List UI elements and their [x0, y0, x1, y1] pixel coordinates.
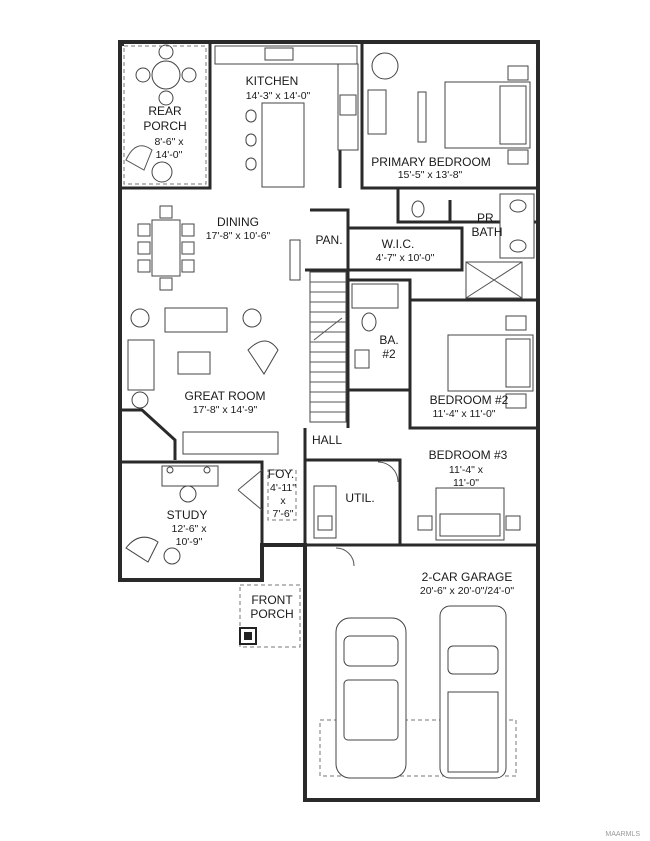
rear-porch-dims-1: 8'-6" x	[154, 136, 184, 148]
great-room-furniture	[127, 307, 279, 455]
bath2-label-1: BA.	[379, 333, 398, 347]
foyer-dims-1: 4'-11"	[270, 482, 296, 494]
interior-walls	[120, 42, 538, 547]
loveseat-icon	[127, 339, 155, 391]
study-dims-2: 10'-9"	[176, 536, 203, 548]
bedroom3-bed-icon	[417, 487, 521, 541]
exterior-walls	[118, 40, 540, 802]
bedroom2-label: BEDROOM #2	[430, 393, 509, 407]
kitchen-dims: 14'-3" x 14'-0"	[246, 90, 311, 102]
foyer-dims-3: 7'-6"	[273, 508, 294, 520]
garage-vehicles	[319, 605, 517, 779]
great-room-label: GREAT ROOM	[185, 389, 266, 403]
garage-dims: 20'-6" x 20'-0"/24'-0"	[420, 585, 515, 597]
room-labels: KITCHEN 14'-3" x 14'-0" REAR PORCH 8'-6"…	[143, 74, 514, 621]
foyer-label: FOY.	[268, 467, 294, 481]
wic-label: W.I.C.	[382, 237, 415, 251]
dining-label: DINING	[217, 215, 259, 229]
study-label: STUDY	[167, 508, 208, 522]
primary-bed-icon	[367, 52, 531, 165]
utility-fixtures	[313, 485, 337, 539]
dining-table-icon	[137, 205, 301, 291]
primary-bath-label-1: PR.	[477, 211, 497, 225]
front-porch-label-2: PORCH	[250, 607, 293, 621]
wic-dims: 4'-7" x 10'-0"	[376, 252, 435, 264]
kitchen-fixtures	[214, 45, 359, 188]
sofa-icon	[164, 307, 228, 333]
study-dims-1: 12'-6" x	[172, 523, 208, 535]
bath-fixtures	[351, 193, 535, 369]
bedroom3-dims-1: 11'-4" x	[449, 464, 484, 476]
bath2-label-2: #2	[382, 347, 396, 361]
watermark: MAARMLS	[605, 831, 640, 838]
dining-dims: 17'-8" x 10'-6"	[206, 230, 271, 242]
utility-label: UTIL.	[345, 491, 374, 505]
bedroom3-dims-2: 11'-0"	[453, 477, 479, 489]
kitchen-label: KITCHEN	[246, 74, 299, 88]
car-left-icon	[335, 617, 407, 779]
rear-porch-dims-2: 14'-0"	[156, 149, 183, 161]
stairs	[309, 271, 347, 423]
console-icon	[182, 431, 279, 455]
front-porch-label-1: FRONT	[251, 593, 293, 607]
rear-porch-table-icon	[123, 44, 207, 185]
bedroom3-label: BEDROOM #3	[429, 448, 508, 462]
primary-bedroom-label: PRIMARY BEDROOM	[371, 155, 491, 169]
primary-bath-label-2: BATH	[471, 225, 502, 239]
hall-label: HALL	[312, 433, 342, 447]
foyer-dims-2: x	[280, 495, 286, 507]
armchair-icon	[247, 340, 279, 375]
foyer-doors	[237, 461, 399, 567]
primary-bedroom-dims: 15'-5" x 13'-8"	[398, 169, 463, 181]
coffee-table-icon	[177, 351, 211, 375]
garage-label: 2-CAR GARAGE	[422, 570, 513, 584]
pantry-label: PAN.	[315, 233, 342, 247]
bedroom2-bed-icon	[447, 315, 534, 409]
study-furniture	[125, 465, 219, 565]
great-room-dims: 17'-8" x 14'-9"	[193, 404, 258, 416]
truck-right-icon	[439, 605, 507, 779]
rear-porch-label-2: PORCH	[143, 119, 186, 133]
front-porch	[239, 584, 301, 648]
kitchen-island	[261, 102, 305, 188]
bedroom2-dims: 11'-4" x 11'-0"	[432, 408, 495, 420]
rear-porch-label-1: REAR	[148, 104, 182, 118]
